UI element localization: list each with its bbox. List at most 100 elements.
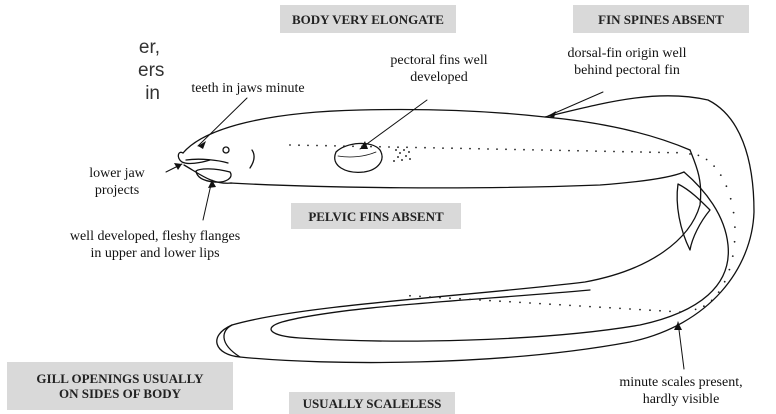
lateral-pore bbox=[478, 148, 480, 150]
lateral-pore bbox=[640, 151, 642, 153]
lateral-pore bbox=[711, 300, 713, 302]
lateral-pore bbox=[579, 305, 581, 307]
lateral-pore bbox=[379, 146, 381, 148]
lateral-pore bbox=[550, 149, 552, 151]
lateral-pore bbox=[698, 155, 700, 157]
lateral-pore bbox=[622, 151, 624, 153]
lateral-pore bbox=[720, 174, 722, 176]
lateral-pore bbox=[406, 146, 408, 148]
lateral-pore bbox=[734, 241, 736, 243]
gill-opening bbox=[250, 150, 254, 168]
snout-outline bbox=[178, 152, 210, 163]
lateral-pore bbox=[289, 144, 291, 146]
lateral-pore bbox=[689, 153, 691, 155]
lateral-pore bbox=[569, 305, 571, 307]
lateral-pore bbox=[599, 306, 601, 308]
lateral-pore bbox=[519, 302, 521, 304]
lateral-pore bbox=[631, 151, 633, 153]
lateral-pore bbox=[649, 309, 651, 311]
lateral-pore bbox=[298, 144, 300, 146]
lateral-pore bbox=[549, 303, 551, 305]
lateral-pore bbox=[316, 145, 318, 147]
lateral-pore bbox=[529, 302, 531, 304]
label-minute-scales: minute scales present, hardly visible bbox=[586, 374, 776, 408]
lateral-pore bbox=[577, 150, 579, 152]
lateral-pore bbox=[469, 299, 471, 301]
lateral-pore bbox=[409, 295, 411, 297]
box-body-very-elongate: BODY VERY ELONGATE bbox=[280, 5, 456, 33]
lateral-pore bbox=[706, 159, 708, 161]
lateral-pore bbox=[325, 145, 327, 147]
lateral-pore bbox=[429, 296, 431, 298]
lateral-pore bbox=[532, 149, 534, 151]
lateral-pore bbox=[724, 281, 726, 283]
lateral-pore bbox=[361, 146, 363, 148]
lateral-pore bbox=[489, 300, 491, 302]
lateral-pore bbox=[730, 198, 732, 200]
lateral-pore bbox=[718, 291, 720, 293]
lateral-pore bbox=[734, 226, 736, 228]
lateral-pore bbox=[539, 303, 541, 305]
lateral-pore bbox=[639, 309, 641, 311]
lateral-pore bbox=[496, 148, 498, 150]
body-dorsal-outline bbox=[183, 109, 690, 153]
box-usually-scaleless: USUALLY SCALELESS bbox=[289, 392, 455, 414]
lateral-pore bbox=[307, 145, 309, 147]
leader-pectoral bbox=[360, 100, 427, 149]
lateral-pore bbox=[514, 149, 516, 151]
lateral-pore bbox=[559, 150, 561, 152]
lateral-pore bbox=[523, 149, 525, 151]
lateral-pore bbox=[487, 148, 489, 150]
lateral-pore bbox=[658, 152, 660, 154]
lateral-pore bbox=[388, 146, 390, 148]
eye bbox=[223, 147, 229, 153]
lateral-pore bbox=[568, 150, 570, 152]
lateral-pore bbox=[509, 301, 511, 303]
label-teeth-in-jaws: teeth in jaws minute bbox=[160, 80, 336, 97]
lateral-pore bbox=[449, 297, 451, 299]
lateral-pore bbox=[451, 147, 453, 149]
lateral-pore bbox=[541, 149, 543, 151]
lateral-pore bbox=[469, 148, 471, 150]
lateral-pore bbox=[559, 304, 561, 306]
lateral-pore bbox=[479, 299, 481, 301]
label-pectoral-fins: pectoral fins well developed bbox=[364, 52, 514, 86]
lateral-pore bbox=[649, 151, 651, 153]
body-inner-curve bbox=[271, 172, 728, 341]
label-dorsal-fin-origin: dorsal-fin origin well behind pectoral f… bbox=[527, 45, 727, 79]
lateral-pore bbox=[415, 147, 417, 149]
gill-line-1: GILL OPENINGS USUALLY bbox=[36, 371, 203, 386]
lateral-pore bbox=[439, 297, 441, 299]
body-ventral-outline bbox=[230, 172, 684, 188]
lateral-pore bbox=[460, 148, 462, 150]
lateral-pore bbox=[619, 308, 621, 310]
lateral-pore bbox=[629, 308, 631, 310]
lateral-pore bbox=[726, 185, 728, 187]
lateral-pore bbox=[505, 148, 507, 150]
lateral-pore bbox=[669, 311, 671, 313]
lateral-pore bbox=[732, 255, 734, 257]
lateral-pore bbox=[604, 150, 606, 152]
lateral-pore bbox=[424, 147, 426, 149]
lateral-pore bbox=[667, 152, 669, 154]
lateral-pore bbox=[679, 311, 681, 313]
lateral-pore bbox=[343, 145, 345, 147]
leader-teeth bbox=[198, 98, 247, 146]
lateral-pore bbox=[713, 165, 715, 167]
lateral-pore bbox=[352, 145, 354, 147]
lateral-pore bbox=[595, 150, 597, 152]
label-fleshy-lips: well developed, fleshy flanges in upper … bbox=[20, 228, 290, 262]
lateral-pore bbox=[442, 147, 444, 149]
tail-outline bbox=[224, 325, 240, 357]
lateral-pore bbox=[433, 147, 435, 149]
lateral-pore bbox=[733, 212, 735, 214]
label-lower-jaw: lower jaw projects bbox=[72, 165, 162, 199]
lateral-pore bbox=[586, 150, 588, 152]
lateral-pore bbox=[729, 269, 731, 271]
lateral-pore bbox=[609, 307, 611, 309]
lateral-pore bbox=[695, 309, 697, 311]
lateral-pore bbox=[659, 310, 661, 312]
lateral-pore bbox=[499, 300, 501, 302]
lateral-pore bbox=[419, 296, 421, 298]
